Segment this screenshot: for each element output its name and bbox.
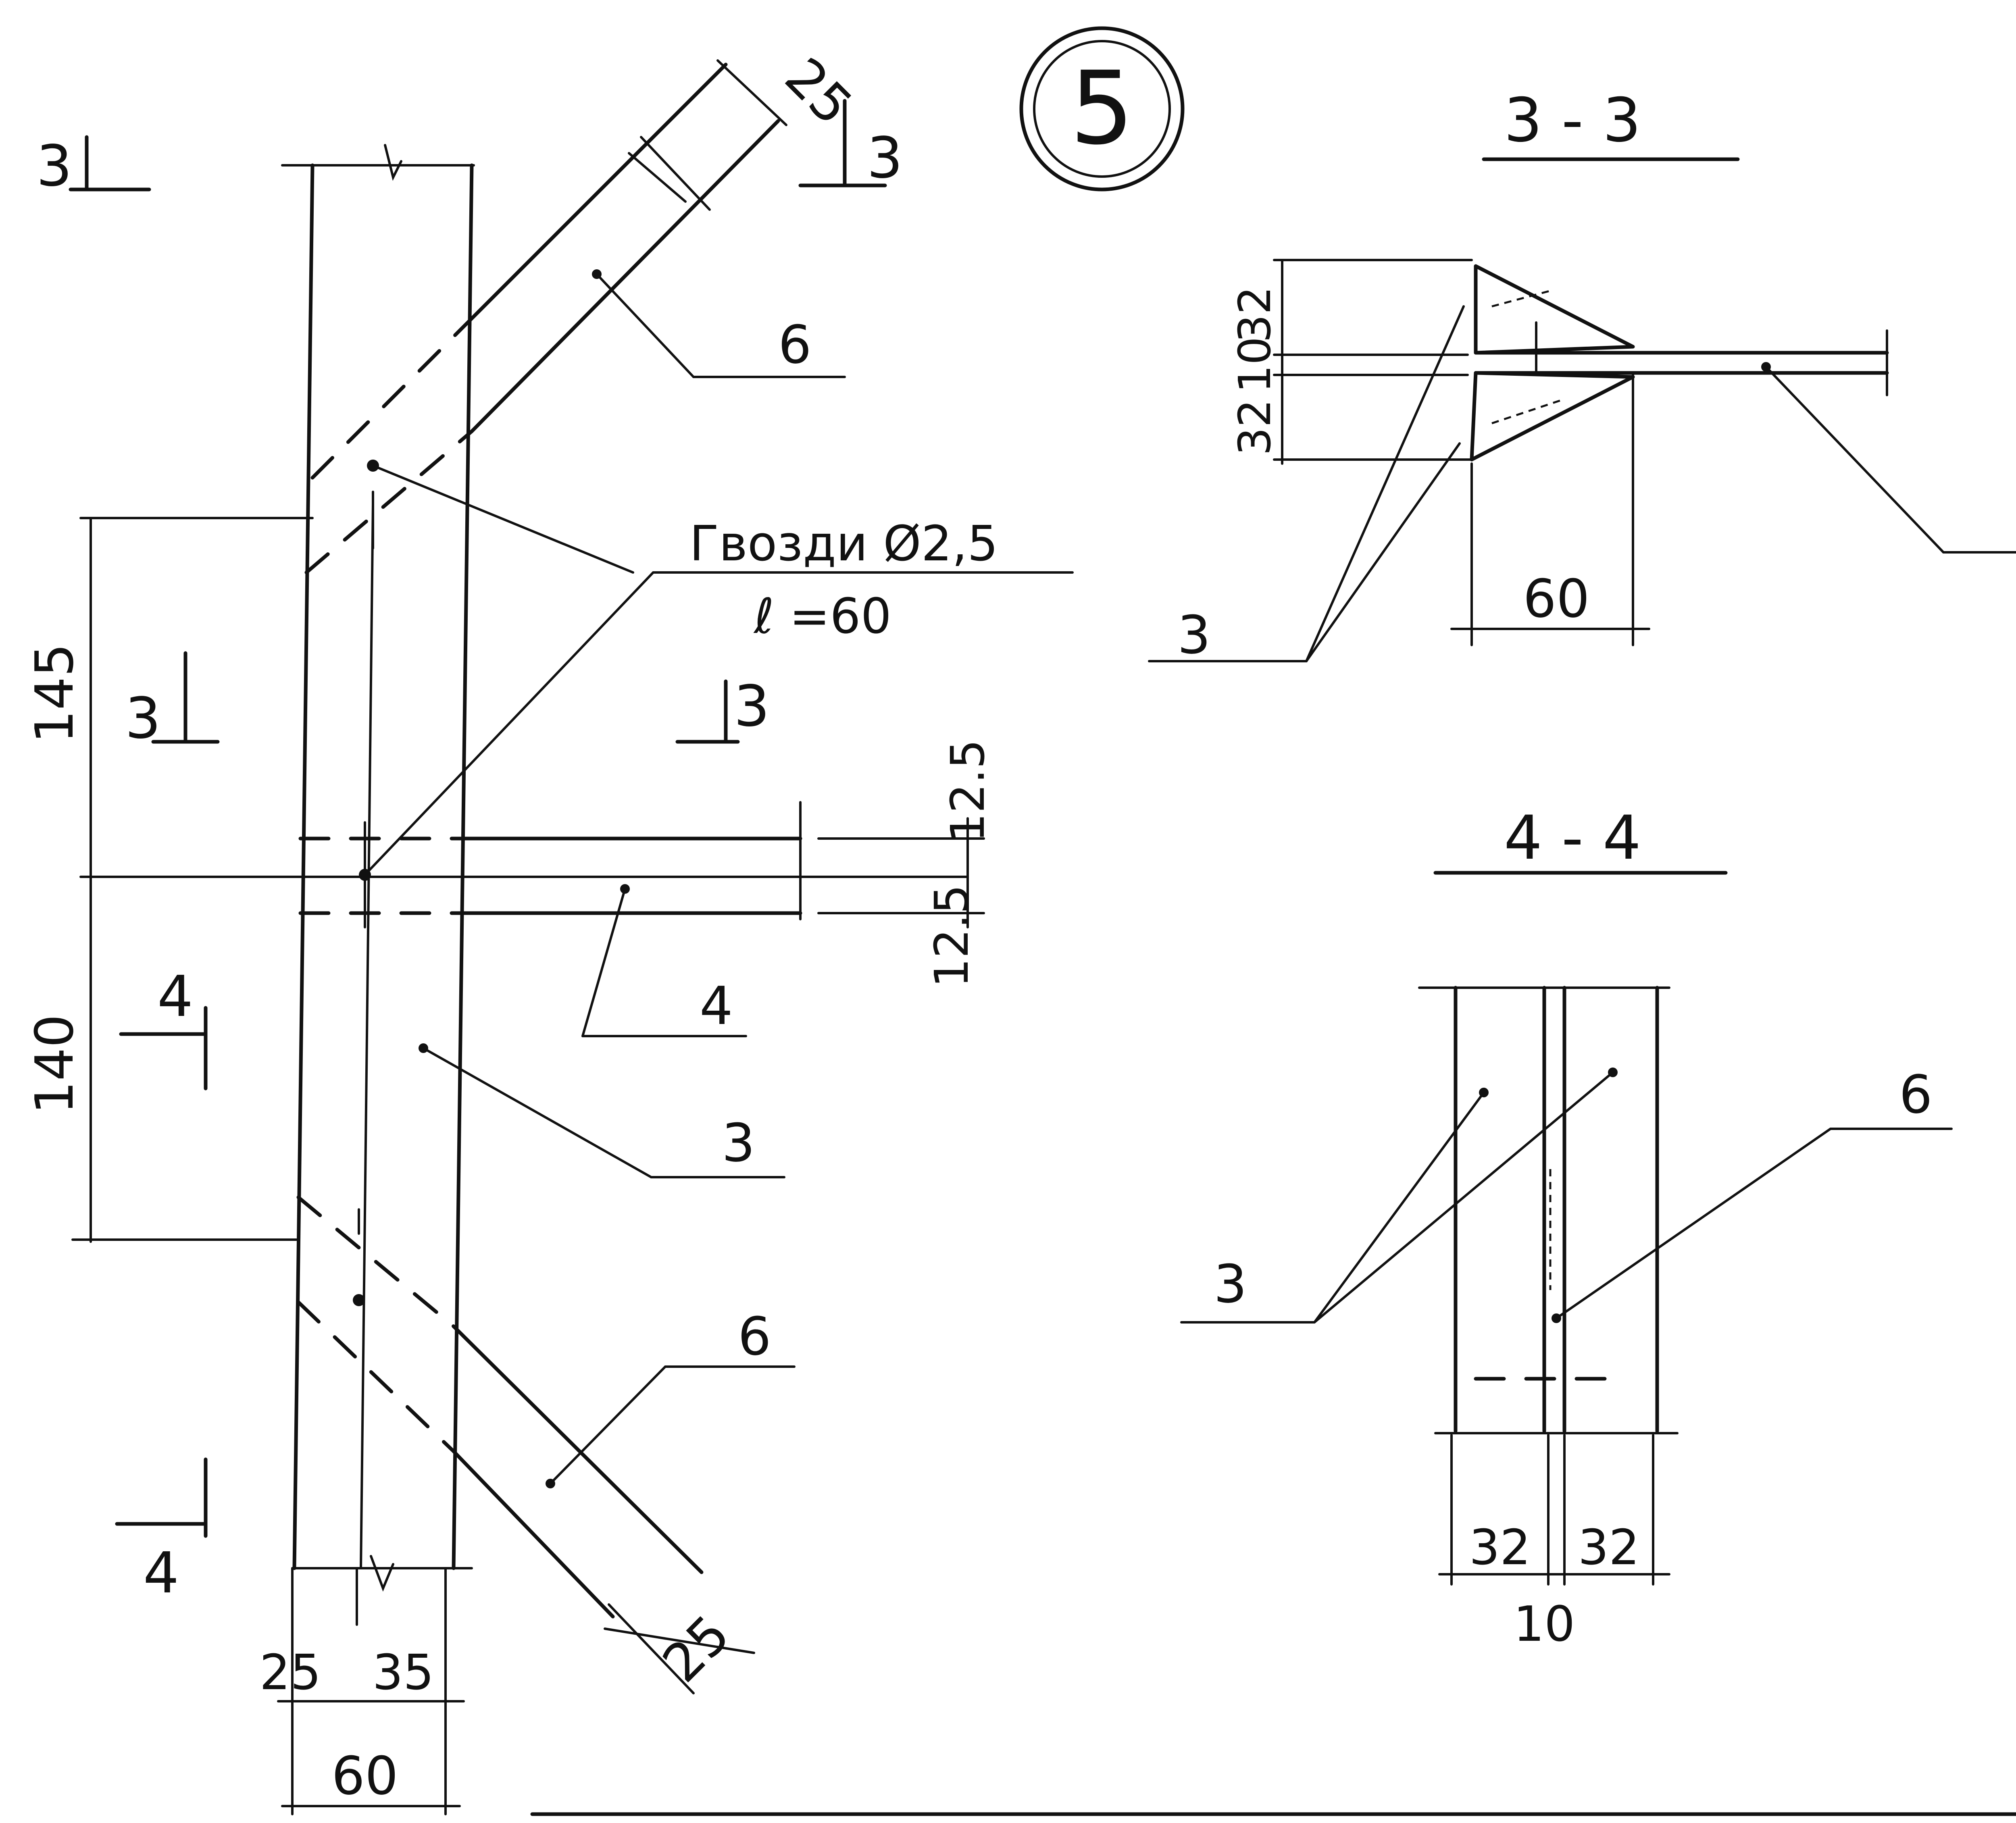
section-4-4-callout-brace: 6 xyxy=(1552,1064,1953,1323)
section-4-4: 4 - 4 32 32 10 6 3 xyxy=(1180,803,1953,1652)
cut-mark-4-bottom: 4 xyxy=(115,1457,208,1606)
bottom-brace-hidden-1 xyxy=(296,1195,456,1328)
top-brace-upper-edge xyxy=(470,62,728,320)
cut-mark-3-left-top: 3 xyxy=(36,133,151,199)
cut-mark-3-left-mid: 3 xyxy=(125,651,220,751)
post-top-break-mark xyxy=(384,144,402,181)
svg-text:3: 3 xyxy=(722,1112,755,1174)
callout-post: 3 xyxy=(419,1043,785,1178)
lower-span-dim: 140 xyxy=(24,1014,85,1114)
section-4-4-dim-right: 32 xyxy=(1578,1520,1640,1576)
nails-label-line1: Гвозди Ø2,5 xyxy=(689,516,998,572)
cut-mark-4-top: 4 xyxy=(119,964,208,1090)
svg-text:3: 3 xyxy=(867,125,903,191)
callout-horizontal: 4 xyxy=(581,884,747,1037)
callout-bottom-brace: 6 xyxy=(546,1306,796,1488)
svg-text:4: 4 xyxy=(157,964,193,1030)
section-3-3-callout-brace: 6 xyxy=(1761,362,2016,554)
bottom-brace-hidden-2 xyxy=(296,1300,456,1453)
top-brace-dim-ext-2 xyxy=(640,136,711,211)
section-4-4-callout-post: 3 xyxy=(1180,1068,1618,1324)
bottom-brace-width-dim: 25 xyxy=(651,1603,741,1694)
post-right-edge xyxy=(452,163,474,1570)
section-3-3: 3 - 3 32 10 32 60 6 xyxy=(1148,85,2016,666)
bottom-brace-dim-ext xyxy=(608,1603,695,1694)
section-4-4-dim-middle: 10 xyxy=(1514,1596,1575,1652)
base-left-dim: 25 xyxy=(260,1645,321,1701)
bottom-brace-upper-edge xyxy=(452,1324,704,1574)
svg-text:3: 3 xyxy=(1177,604,1211,666)
base-right-dim: 35 xyxy=(373,1645,434,1701)
top-brace-dim-line xyxy=(716,59,787,126)
svg-text:6: 6 xyxy=(778,314,812,375)
top-brace-lower-edge xyxy=(470,119,780,433)
horizontal-top-dim: 12.5 xyxy=(941,739,995,843)
horizontal-bottom-dim: 12.5 xyxy=(925,884,979,988)
post-center-line xyxy=(360,503,374,1569)
section-3-3-callout-post: 3 xyxy=(1148,305,1465,666)
nails-label-line2: ℓ =60 xyxy=(753,589,891,645)
sheet-number: 5 xyxy=(1070,50,1134,167)
sheet-number-badge: 5 xyxy=(1019,26,1185,191)
top-brace-hidden-2 xyxy=(304,429,474,574)
bottom-brace-dim-line xyxy=(604,1627,755,1654)
cut-mark-3-right-mid: 3 xyxy=(675,674,770,744)
section-4-4-title: 4 - 4 xyxy=(1504,803,1641,873)
top-brace-hidden-1 xyxy=(310,316,474,480)
section-3-3-lower-triangle xyxy=(1470,371,1635,462)
bottom-brace-lower-edge xyxy=(452,1449,615,1619)
section-3-3-upper-triangle xyxy=(1474,264,1635,355)
svg-text:3: 3 xyxy=(36,133,72,199)
nail-dot-bottom xyxy=(353,1294,365,1306)
svg-text:4: 4 xyxy=(143,1540,179,1606)
section-3-3-hatch xyxy=(1491,289,1565,425)
svg-text:4: 4 xyxy=(700,975,733,1036)
section-3-3-dim-32-top: 32 xyxy=(1229,286,1281,343)
post-bottom-break-mark xyxy=(370,1555,394,1592)
section-3-3-dim-60: 60 xyxy=(1523,568,1589,629)
post-left-edge xyxy=(292,163,314,1570)
base-total-dim: 60 xyxy=(331,1745,398,1806)
section-4-4-dim-left: 32 xyxy=(1469,1520,1531,1576)
svg-text:6: 6 xyxy=(1899,1064,1933,1125)
section-3-3-title: 3 - 3 xyxy=(1504,85,1641,156)
callout-top-brace: 6 xyxy=(592,269,846,378)
top-brace-dim-ext-1 xyxy=(628,152,687,203)
section-3-3-dim-32-bottom: 32 xyxy=(1229,399,1281,456)
nails-callout: Гвозди Ø2,5 ℓ =60 xyxy=(364,464,1074,876)
section-3-3-dim-10: 10 xyxy=(1229,337,1281,393)
svg-text:3: 3 xyxy=(1214,1253,1247,1315)
svg-text:3: 3 xyxy=(734,674,770,739)
main-view: 25 25 12.5 12.5 145 140 xyxy=(24,46,1074,1815)
cut-mark-3-right-top: 3 xyxy=(798,99,903,191)
svg-text:6: 6 xyxy=(738,1306,771,1367)
top-brace-width-dim: 25 xyxy=(773,46,864,136)
upper-span-dim: 145 xyxy=(24,643,85,743)
